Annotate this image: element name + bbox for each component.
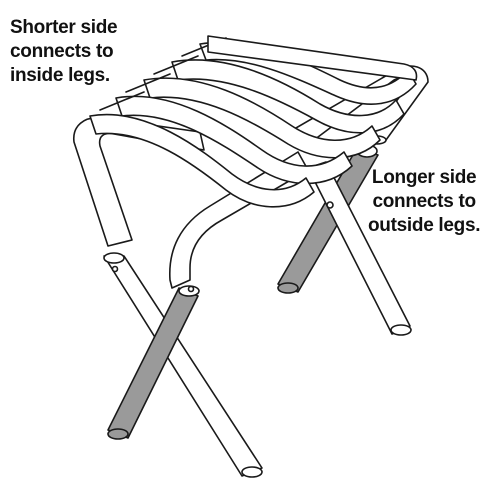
back-outside-leg [277, 144, 379, 294]
front-outside-leg [107, 285, 200, 440]
back-inside-leg [307, 161, 412, 336]
front-lower-rail [169, 151, 309, 289]
shorter-side-line-1: Shorter side [10, 17, 118, 38]
front-inside-leg [103, 252, 263, 478]
rear-top-rail [207, 35, 418, 81]
shorter-side-callout: Shorter side connects to inside legs. [10, 16, 118, 88]
longer-side-line-3: outside legs. [368, 215, 481, 236]
longer-side-callout: Longer side connects to outside legs. [368, 166, 481, 238]
shorter-side-line-2: connects to [10, 41, 114, 62]
longer-side-line-1: Longer side [371, 167, 477, 188]
longer-side-line-2: connects to [372, 191, 476, 212]
shorter-side-line-3: inside legs. [10, 65, 110, 86]
